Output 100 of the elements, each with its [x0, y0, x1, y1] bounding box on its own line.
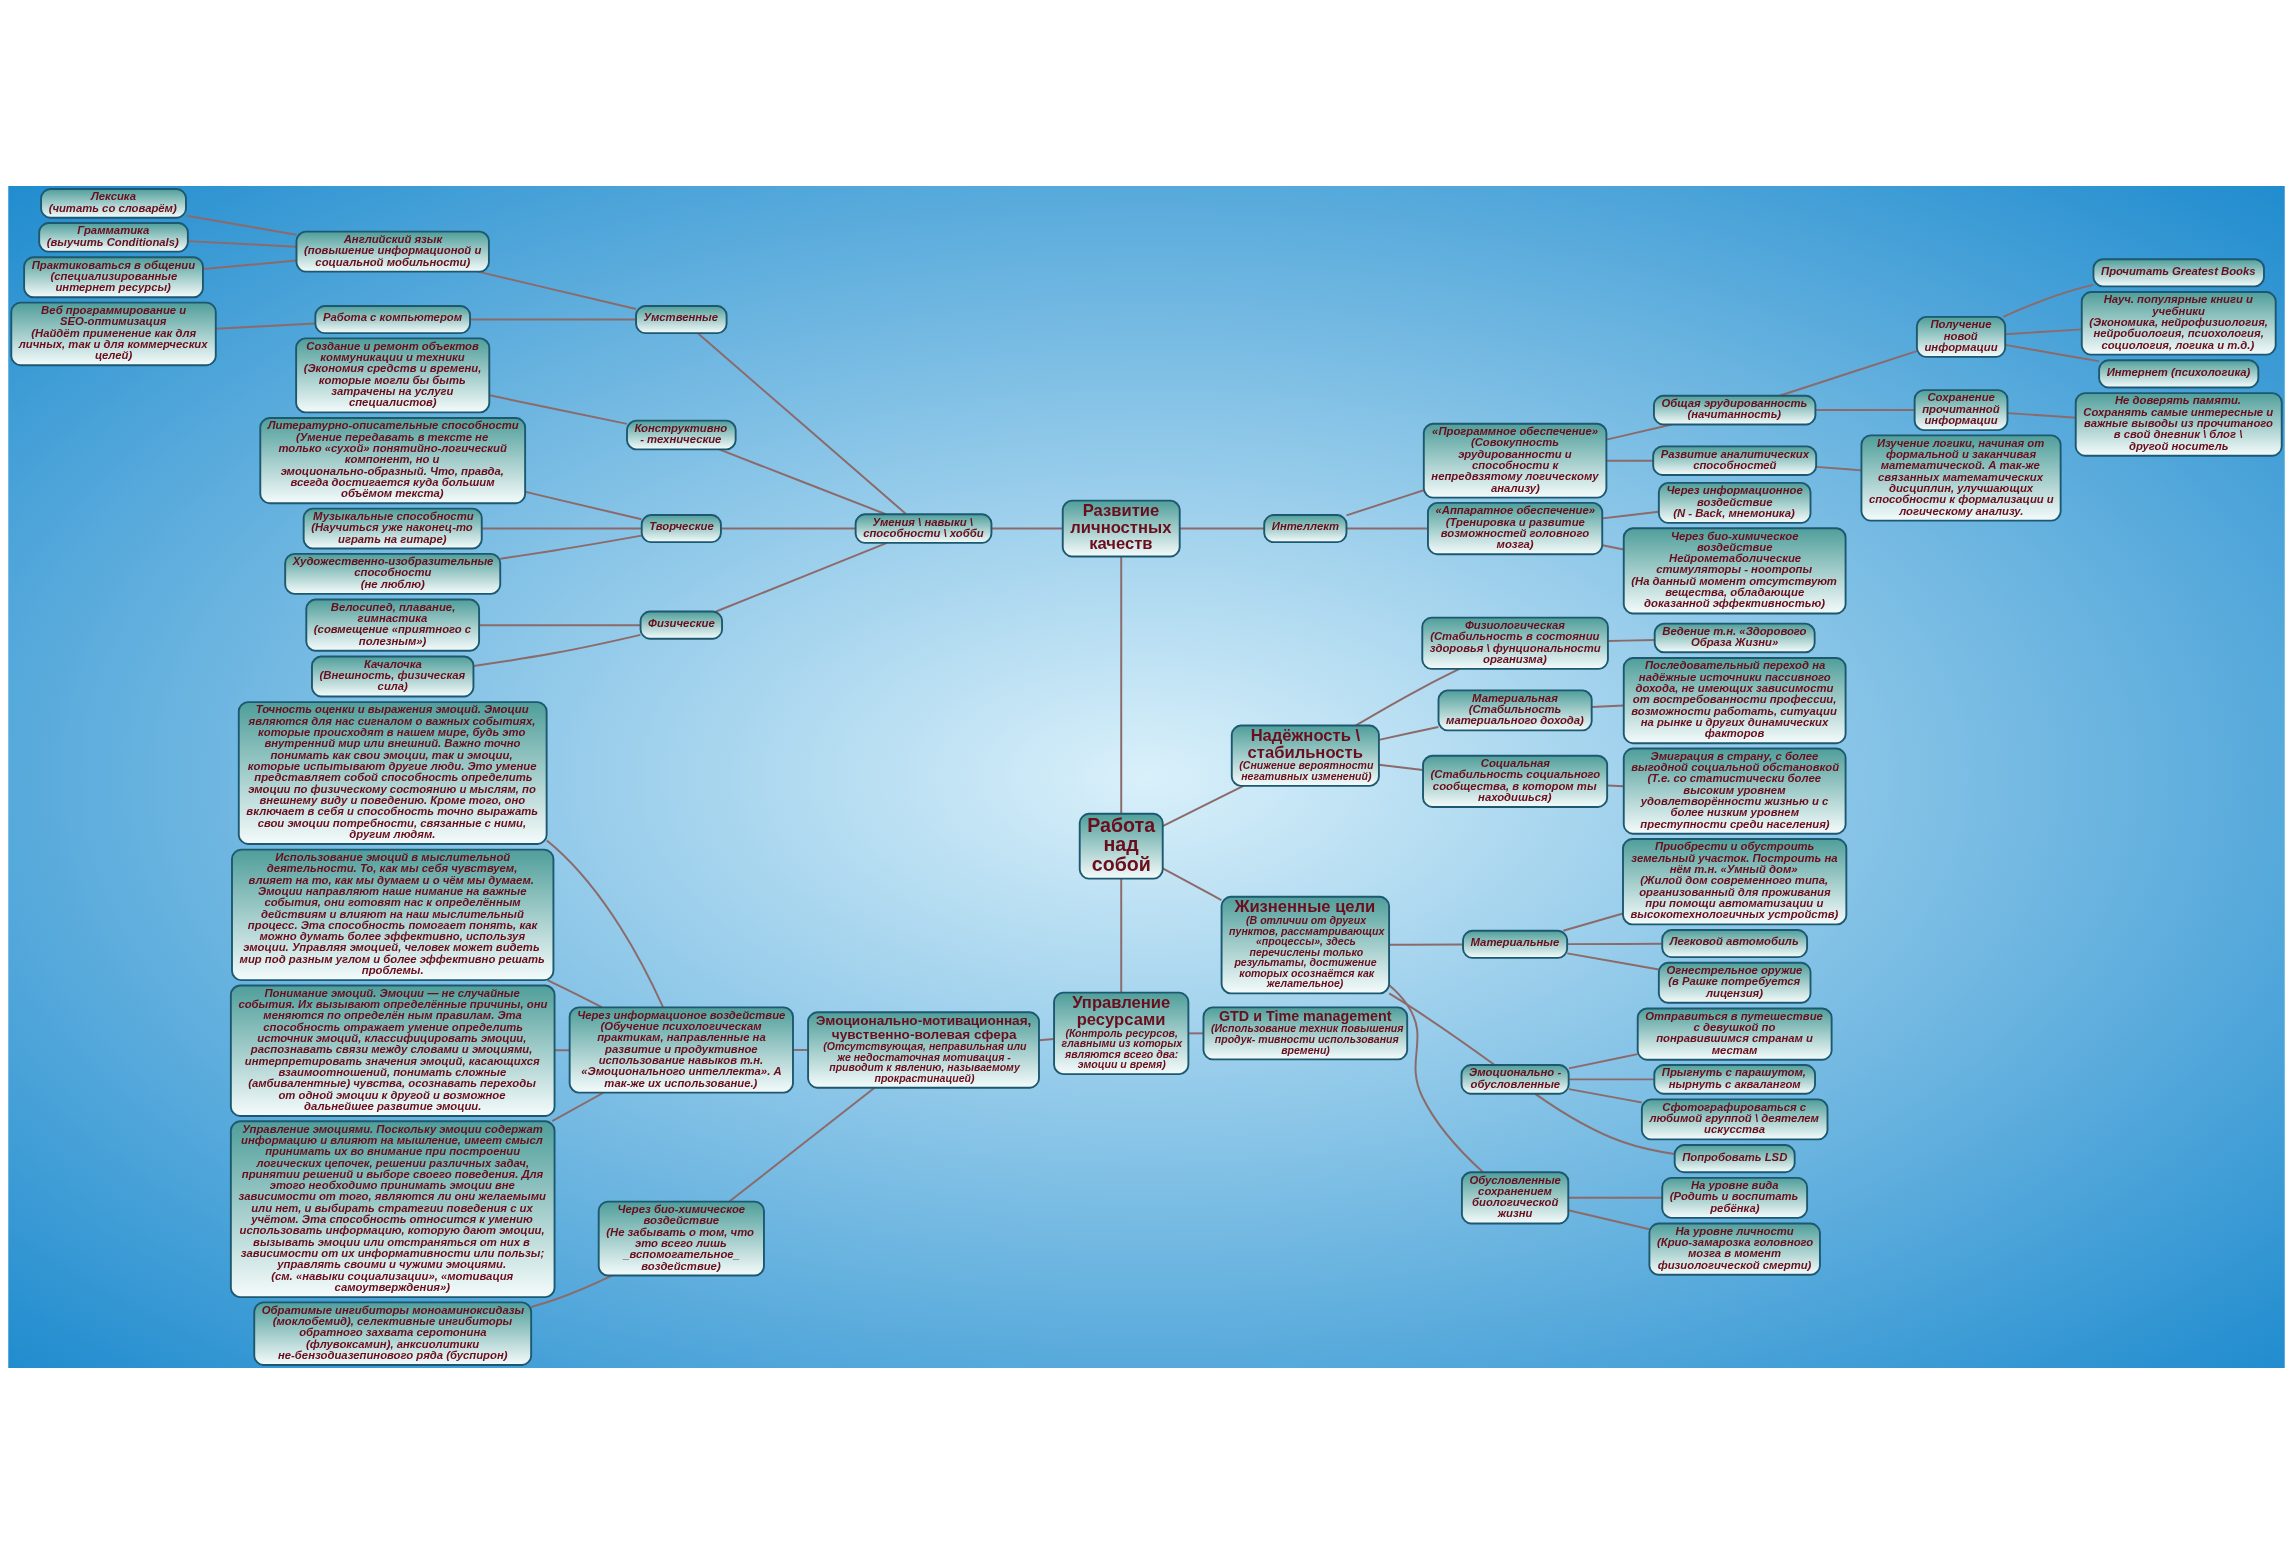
connector	[1567, 1208, 1651, 1230]
connector	[1345, 527, 1429, 530]
node-box: «Аппаратное обеспечение» (Тренировка и развитие возможностей головного мозга)	[1427, 501, 1604, 555]
connector	[1161, 866, 1223, 901]
node-box: Умения \ навыки \ способности \ хобби	[854, 512, 993, 544]
connector	[792, 1048, 810, 1051]
node-box: Физические	[639, 610, 723, 640]
connector	[2004, 343, 2100, 362]
connector	[1567, 1077, 1656, 1080]
node-box: Интеллект	[1263, 513, 1348, 543]
node-box: Веб программирование и SEO-оптимизация (Найдёт применение как для личных, так и для коммерческих целей)	[10, 301, 217, 366]
connector	[2004, 327, 2083, 335]
connector	[478, 623, 642, 626]
node-box: «Программное обеспечение» (Совокупность эрудированности и способности к непредвзятому логическому анализу)	[1422, 422, 1608, 499]
connector	[477, 270, 637, 310]
connector	[1814, 408, 1916, 411]
node-box: Эмоционально-мотивационная, чувственно-волевая сфера (Отсутствующая, неправильная или же недостаточная мотивация - приводит к явлению, называемому прокрастинацией)	[807, 1010, 1040, 1089]
connector	[1601, 543, 1625, 550]
connector	[1388, 943, 1464, 946]
connector	[2006, 411, 2077, 419]
connector	[1377, 763, 1424, 771]
connector	[1605, 459, 1654, 462]
node-box: Практиковаться в общении (специализированные интернет ресурсы)	[23, 255, 204, 298]
connector	[1815, 465, 1863, 471]
connector	[1377, 725, 1440, 741]
connector	[488, 393, 628, 425]
node-box: Через информационое воздействие (Обучение психологическам практикам, направленные на развитие и продуктивное использование навыков т.н. «Эмоционального интеллекта». А так-же их использование.)	[568, 1005, 794, 1094]
node-box: Лексика (читать со словарём)	[40, 187, 187, 219]
node-box: Литературно-описательные способности (Умение передавать в тексте не только «сухой» понятийно-логический компонент, но и эмоционально-образный. Что, правда, всегда достигается куда большим объёмом текста)	[259, 416, 527, 504]
node-box: Науч. популярные книги и учебники (Экономика, нейрофизиология, нейробиология, псиохология, социология, логика и т.д.)	[2080, 290, 2277, 356]
node-box: Умственные	[635, 304, 728, 334]
node-box: Через био-химическое воздействие (Не забывать о том, что это всего лишь _вспомогательное_ воздействие)	[597, 1200, 765, 1276]
node-box: Ведение т.н. «Здорового Образа Жизни»	[1653, 622, 1816, 653]
node-box: Обусловленные сохранением биологической жизни	[1460, 1170, 1570, 1224]
node-box: Социальная (Стабильность социального сообщества, в котором ты находишься)	[1422, 754, 1609, 808]
node-box: Развитие личностных качеств	[1061, 499, 1181, 557]
node-box: Управление эмоциями. Поскольку эмоции содержат информацию и влияют на мышление, имеет смысл принимать их во внимание при построении логических цепочек, решении различных задач, принятии решений и выборе своего поведения. Для этого необходимо принимать эмоции вне зависимости от того, являются ли они желаемыми или нет, и выбирать стратегии поведения с их учётом. Эта способность относится к умению использовать информацию, которую дают эмоции, вызывать эмоции или отстраняться от них в зависимости от их информативности или пользы; управлять своими и чужими эмоциями. (см. «навыки социализации», «мотивация самоутверждения»)	[229, 1119, 556, 1298]
node-box: Огнестрельное оружие (в Рашке потребуется лицензия)	[1657, 961, 1812, 1004]
node-box: Жизненные цели (В отличии от других пунктов, рассматривающих «процессы», здесь перечислены только результаты, достижение которых осознаётся как желательное)	[1220, 895, 1391, 994]
connector	[553, 1048, 571, 1051]
connector	[1590, 704, 1625, 708]
connector	[480, 527, 643, 530]
connector	[1178, 527, 1265, 530]
node-box: Конструктивно - технические	[626, 419, 737, 450]
connector	[990, 527, 1064, 530]
node-box: Использование эмоций в мыслительной деятельности. То, как мы себя чувствуем, влияет на то, как мы думаем и о чём мы думаем. Эмоции направляют наше нимание на важные события, они готовят нас к определённым действиям и влияют на наш мыслительный процесс. Эта способность помогает понять, как можно думать более эффективно, используя эмоции. Управляя эмоцией, человек может видеть мир под разным углом и более эффективно решать проблемы.	[231, 848, 555, 981]
node-box: Качалочка (Внешность, физическая сила)	[311, 655, 475, 697]
node-box: Развитие аналитических способностей	[1652, 444, 1818, 476]
node-box: Музыкальные способности (Научиться уже наконец-то играть на гитаре)	[302, 507, 483, 549]
node-box: Интернет (психологика)	[2098, 358, 2260, 388]
node-box: Изучение логики, начиная от формальной и заканчивая математической. А так-же связанных математических дисциплин, улучшающих способности к формализации и логическому анализу.	[1860, 433, 2062, 522]
connector	[720, 527, 857, 530]
node-box: Надёжность \ стабильность (Снижение вероятности негативных изменений)	[1230, 724, 1380, 787]
node-box: Физиологическая (Стабильность в состоянии здоровья \ фунциональности организма)	[1421, 616, 1609, 670]
node-box: Через информационное воздействие (N - Back, мнемоника)	[1657, 481, 1812, 524]
connector	[1038, 1037, 1055, 1041]
node-box: Получение новой информации	[1915, 315, 2007, 358]
node-box: На уровне вида (Родить и воспитать ребёнка)	[1661, 1176, 1809, 1219]
connector	[214, 322, 317, 330]
node-box: Точность оценки и выражения эмоций. Эмоции являются для нас сигналом о важных событиях, которые происходят в нашем мире, будь это внутренний мир или внешний. Важно точно понимать как свои эмоции, так и эмоции, которые испытывают другие люди. Это умение представляет собой способность определить эмоции по физическому состоянию и мыслям, по внешнему виду и поведению. Кроме того, оно включает в себя и способность точно выражать свои эмоции потребности, связанные с ними, другим людям.	[237, 700, 548, 845]
node-box: Создание и ремонт объектов коммуникации и техники (Экономия средств и времени, которые могли бы быть затрачены на услуги специалистов)	[295, 336, 491, 413]
connector	[187, 239, 298, 248]
connector	[1605, 423, 1673, 441]
node-box: Работа над собой	[1078, 812, 1164, 880]
node-box: Не доверять памяти. Сохранять самые интересные и важные выводы из прочитаного в свой дневник \ блог \ другой носитель	[2074, 391, 2283, 457]
connector	[530, 1274, 613, 1308]
node-box: Грамматика (выучить Conditionals)	[38, 221, 189, 253]
node-box: Общая эрудированность (начитанность)	[1653, 394, 1817, 425]
node-box: Прыгнуть с парашутом, нырнуть с аквалангом	[1653, 1063, 1816, 1095]
node-box: Творческие	[640, 513, 722, 543]
connector	[1567, 1196, 1664, 1199]
node-box: Управление ресурсами (Контроль ресурсов, главными из которых являются всего два: эмоции и время)	[1053, 991, 1190, 1075]
node-box: Английский язык (повышение информационой и социальной мобильности)	[295, 230, 490, 273]
node-box: Понимание эмоций. Эмоции — не случайные события. Их вызывают определённые причины, они меняются по определён ным правилам. Эта способность отражает умение определить источник эмоций, классифицировать эмоции, распознавать связи между словами и эмоциями, интерпретировать значения эмоций, касающихся взаимоотношений, понимать сложные (амбивалентные) чувства, осознавать переходы от одной эмоции к другой и возможное дальнейшее развитие эмоции.	[229, 984, 556, 1117]
connector	[499, 534, 643, 560]
connector	[1345, 488, 1425, 516]
connector	[1601, 510, 1660, 519]
node-box: Материальные	[1462, 929, 1569, 959]
connector	[1562, 912, 1624, 932]
node-box: Приобрести и обустроить земельный участок. Построить на нём т.н. «Умный дом» (Жилой дом современного типа, организованный для проживания при помощи автоматизации и высокотехнологичных устройств)	[1622, 837, 1848, 925]
node-box: Велосипед, плавание, гимнастика (совмещение «приятного с полезным»)	[305, 598, 481, 652]
node-box: Сохранение прочитанной информации	[1913, 388, 2009, 431]
node-box: Обратимые ингибиторы моноаминоксидазы (моклобемид), селективные ингибиторы обратного захвата серотонина (флувоксамин), анксиолитики не-бензодиазепинового ряда (буспирон)	[253, 1300, 533, 1366]
node-box: GTD и Time management (Использование техник повышения продук- тивности использования времени)	[1202, 1005, 1409, 1060]
node-box: Через био-химическое воздействие Нейрометаболические стимуляторы - ноотропы (На данный момент отсутствуют вещества, обладающие доказанной эффективностью)	[1622, 526, 1847, 614]
node-box: Эмиграция в страну, с более выгодной социальной обстановкой (Т.е. со статистически более высоким уровнем удовлетворённости жизнью и с более низким уровнем преступности среди населения)	[1622, 747, 1847, 835]
node-box: Эмоционально - обусловленные	[1460, 1063, 1570, 1095]
node-box: На уровне личности (Крио-замарозка головного мозга в момент физиологической смерти)	[1648, 1222, 1821, 1276]
connector	[1567, 1087, 1643, 1103]
node-box: Отправиться в путешествие с девушкой по понравившимся странам и местам	[1636, 1007, 1833, 1061]
connector	[1566, 942, 1664, 945]
node-box: Последовательный переход на надёжные источники пассивного дохода, не имеющих зависимости от востребованности профессии, возможности работать, ситуации на рынке и других динамических факторов	[1622, 656, 1847, 744]
node-box: Сфотографироваться с любимой группой \ деятелем искусства	[1640, 1097, 1829, 1140]
connector	[524, 490, 643, 520]
connector	[1187, 1031, 1205, 1034]
connector	[185, 214, 298, 236]
connector	[1606, 784, 1625, 787]
node-box: Художественно-изобразительные способности (не люблю)	[284, 552, 502, 595]
node-box: Прочитать Greatest Books	[2092, 257, 2265, 287]
connector	[2002, 283, 2095, 318]
